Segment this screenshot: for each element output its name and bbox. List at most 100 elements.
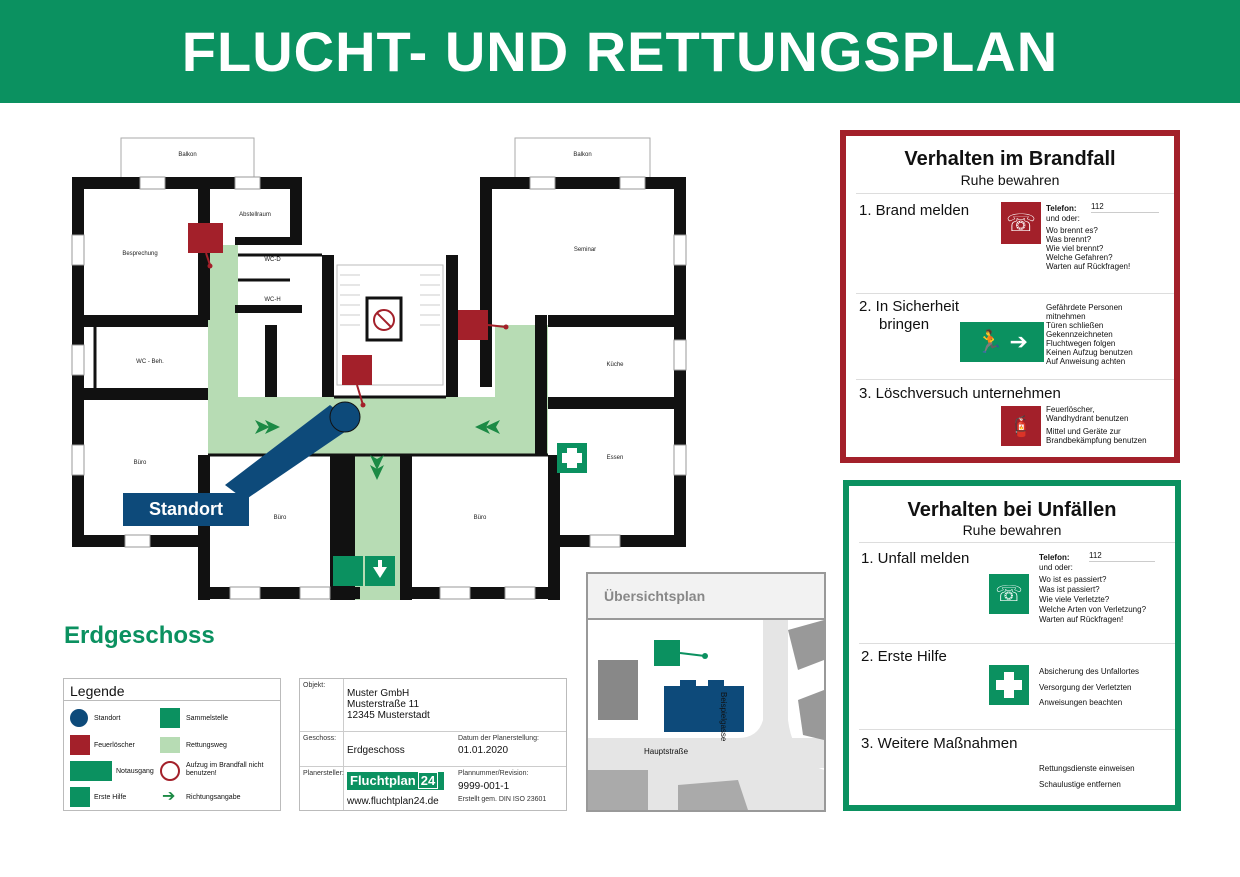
safety-1: Gefährdete Personen xyxy=(1046,303,1123,312)
extinguish-1: Feuerlöscher, xyxy=(1046,405,1095,414)
safety-7: Auf Anweisung achten xyxy=(1046,357,1126,366)
legend-sammelstelle: Sammelstelle xyxy=(186,715,229,722)
accident-telefon-number: 112 xyxy=(1089,551,1155,562)
fire-step-2b: bringen xyxy=(879,316,930,333)
planersteller-label: Planersteller: xyxy=(303,770,344,777)
fire-title: Verhalten im Brandfall xyxy=(904,148,1116,170)
fire-subtitle: Ruhe bewahren xyxy=(960,172,1060,188)
geschoss-label: Geschoss: xyxy=(303,735,337,742)
datum-label: Datum der Planerstellung: xyxy=(458,735,539,742)
legend-standort: Standort xyxy=(94,715,121,722)
street-label-hauptstrasse: Hauptstraße xyxy=(644,747,689,756)
legend-erste-hilfe: Erste Hilfe xyxy=(94,794,127,801)
escape-route-swatch xyxy=(160,737,180,753)
overview-map-drawing xyxy=(588,620,824,810)
plan-info: Objekt: Muster GmbH Musterstraße 11 1234… xyxy=(299,678,567,811)
room-label-balkon-left: Balkon xyxy=(178,152,197,158)
room-label-abstellraum: Abstellraum xyxy=(239,212,271,218)
accident-und-oder: und oder: xyxy=(1039,563,1073,572)
firstaid-1: Absicherung des Unfallortes xyxy=(1039,667,1140,676)
no-elevator-icon xyxy=(160,761,180,781)
safety-5: Fluchtwegen folgen xyxy=(1046,339,1116,348)
emergency-exit-icon xyxy=(70,761,112,781)
room-label-buero-mid: Büro xyxy=(273,515,287,521)
room-label-wc-beh: WC - Beh. xyxy=(136,359,164,365)
norm-text: Erstellt gem. DIN ISO 23601 xyxy=(458,796,547,803)
first-aid-sign-icon xyxy=(989,665,1029,705)
room-label-besprechung: Besprechung xyxy=(122,251,158,257)
accident-subtitle: Ruhe bewahren xyxy=(962,522,1062,538)
fire-phone-icon: ☏ xyxy=(1001,202,1041,244)
accident-question-1: Wo ist es passiert? xyxy=(1039,575,1107,584)
accident-question-4: Welche Arten von Verletzung? xyxy=(1039,605,1147,614)
room-label-kueche: Küche xyxy=(606,362,624,368)
room-label-seminar: Seminar xyxy=(573,247,597,253)
room-label-buero-right: Büro xyxy=(473,515,487,521)
accident-step-2: 2. Erste Hilfe xyxy=(861,648,947,665)
first-aid-icon xyxy=(70,787,90,807)
website: www.fluchtplan24.de xyxy=(347,796,439,807)
accident-instructions: Verhalten bei Unfällen Ruhe bewahren 1. … xyxy=(843,480,1181,811)
room-label-wc-d: WC-D xyxy=(264,257,281,263)
room-label-essen: Essen xyxy=(606,455,624,461)
geschoss-value: Erdgeschoss xyxy=(347,745,405,756)
floor-name: Erdgeschoss xyxy=(64,622,215,649)
standort-icon xyxy=(70,709,88,727)
plannummer-value: 9999-001-1 xyxy=(458,781,510,792)
safety-4: Gekennzeichneten xyxy=(1046,330,1113,339)
plannummer-label: Plannummer/Revision: xyxy=(458,770,529,777)
room-label-balkon-right: Balkon xyxy=(573,152,592,158)
standort-label: Standort xyxy=(123,493,249,526)
assembly-point-icon xyxy=(160,708,180,728)
direction-arrow-icon: ➔ xyxy=(162,788,176,805)
measures-1: Rettungsdienste einweisen xyxy=(1039,764,1135,773)
fire-telefon-label: Telefon: xyxy=(1046,204,1077,213)
emergency-exit-sign-icon: 🏃 ➔ xyxy=(960,322,1044,362)
legend: Legende Standort Sammelstelle Feuerlösch… xyxy=(63,678,281,811)
accident-question-2: Was ist passiert? xyxy=(1039,585,1100,594)
fire-step-1: 1. Brand melden xyxy=(859,202,970,219)
fire-step-2a: 2. In Sicherheit xyxy=(859,298,960,315)
floor-plan: Balkon Balkon Abstellraum Besprechung WC… xyxy=(60,135,700,605)
floor-plan-drawing xyxy=(71,137,687,600)
safety-6: Keinen Aufzug benutzen xyxy=(1046,348,1133,357)
extinguish-5: Brandbekämpfung benutzen xyxy=(1046,436,1147,445)
legend-aufzug: Aufzug im Brandfall nicht benutzen! xyxy=(186,762,264,777)
legend-rettungsweg: Rettungsweg xyxy=(186,742,227,749)
legend-title: Legende xyxy=(70,683,125,699)
datum-value: 01.01.2020 xyxy=(458,745,509,756)
fire-step-3: 3. Löschversuch unternehmen xyxy=(859,385,1061,402)
room-label-wc-h: WC-H xyxy=(264,297,281,303)
emergency-phone-icon: ☏ xyxy=(989,574,1029,614)
fire-und-oder: und oder: xyxy=(1046,214,1080,223)
legend-richtungsangabe: Richtungsangabe xyxy=(186,794,241,801)
accident-telefon-label: Telefon: xyxy=(1039,553,1070,562)
measures-2: Schaulustige entfernen xyxy=(1039,780,1121,789)
fire-question-1: Wo brennt es? xyxy=(1046,226,1098,235)
accident-step-3: 3. Weitere Maßnahmen xyxy=(861,735,1018,752)
fire-question-5: Warten auf Rückfragen! xyxy=(1046,262,1131,271)
safety-2: mitnehmen xyxy=(1046,312,1086,321)
fire-instructions: Verhalten im Brandfall Ruhe bewahren 1. … xyxy=(840,130,1180,463)
fire-extinguisher-icon xyxy=(70,735,90,755)
overview-title: Übersichtsplan xyxy=(588,574,824,620)
overview-map: Übersichtsplan Hauptstraße Beispielgasse xyxy=(586,572,826,812)
fire-question-4: Welche Gefahren? xyxy=(1046,253,1113,262)
extinguish-2: Wandhydrant benutzen xyxy=(1046,414,1129,423)
objekt-line-3: 12345 Musterstadt xyxy=(347,710,430,721)
fire-extinguisher-sign-icon: 🧯 xyxy=(1001,406,1041,446)
legend-feuerloescher: Feuerlöscher xyxy=(94,742,135,749)
accident-step-1: 1. Unfall melden xyxy=(861,550,970,567)
objekt-line-2: Musterstraße 11 xyxy=(347,699,420,710)
room-label-buero-left: Büro xyxy=(133,460,147,466)
street-label-beispielgasse: Beispielgasse xyxy=(719,692,728,742)
legend-notausgang: Notausgang xyxy=(116,768,154,775)
firstaid-3: Anweisungen beachten xyxy=(1039,698,1123,707)
safety-3: Türen schließen xyxy=(1046,321,1104,330)
fire-question-2: Was brennt? xyxy=(1046,235,1092,244)
fire-telefon-number: 112 xyxy=(1091,202,1159,213)
objekt-label: Objekt: xyxy=(303,682,326,689)
accident-question-3: Wie viele Verletzte? xyxy=(1039,595,1110,604)
fire-question-3: Wie viel brennt? xyxy=(1046,244,1104,253)
